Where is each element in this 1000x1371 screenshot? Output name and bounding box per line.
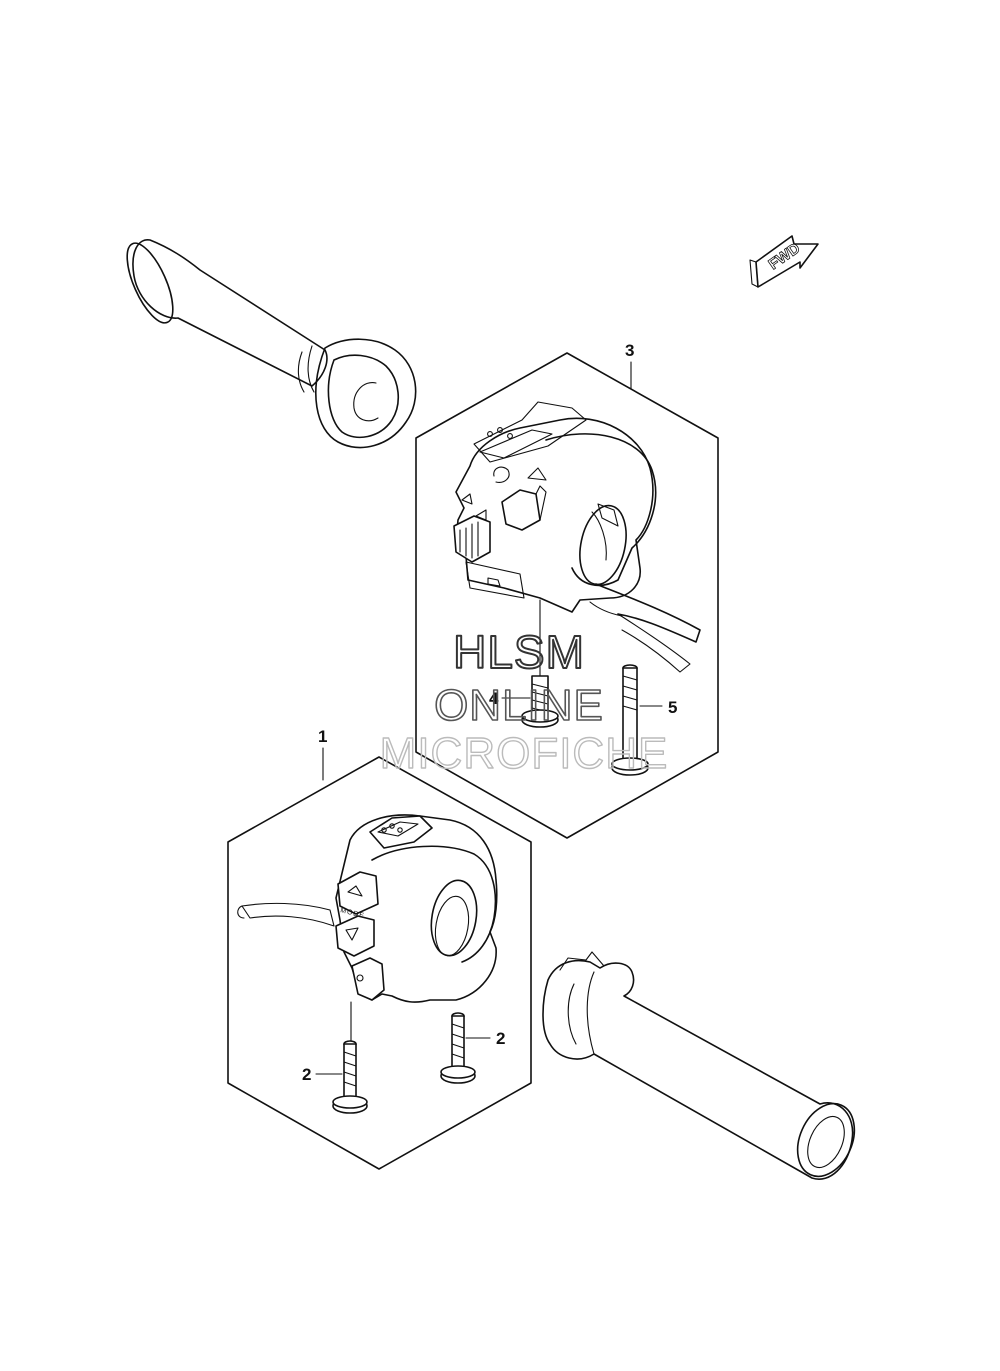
screw-2-right (440, 1012, 491, 1084)
left-handlebar-switch: MODE (237, 814, 498, 1043)
watermark-line-1: HLSM (453, 626, 585, 678)
callout-3: 3 (625, 341, 634, 360)
assembly-frame-1 (227, 747, 532, 1170)
callout-5: 5 (668, 698, 677, 717)
left-grip (126, 239, 417, 449)
screw-2-left (315, 1040, 368, 1114)
right-handlebar-switch (453, 401, 701, 681)
callout-1: 1 (318, 727, 327, 746)
screw-5 (611, 664, 663, 776)
assembly-frame-3 (415, 352, 719, 839)
watermark: HLSM ONLINE MICROFICHE (379, 625, 669, 779)
callout-4: 4 (489, 689, 499, 708)
watermark-line-3: MICROFICHE (380, 729, 669, 778)
fwd-arrow-icon: FWD (749, 235, 819, 288)
watermark-line-2: ONLINE (434, 681, 604, 730)
screw-4 (501, 675, 559, 728)
callout-2-right: 2 (496, 1029, 505, 1048)
callout-2-left: 2 (302, 1065, 311, 1084)
right-grip (542, 951, 856, 1180)
